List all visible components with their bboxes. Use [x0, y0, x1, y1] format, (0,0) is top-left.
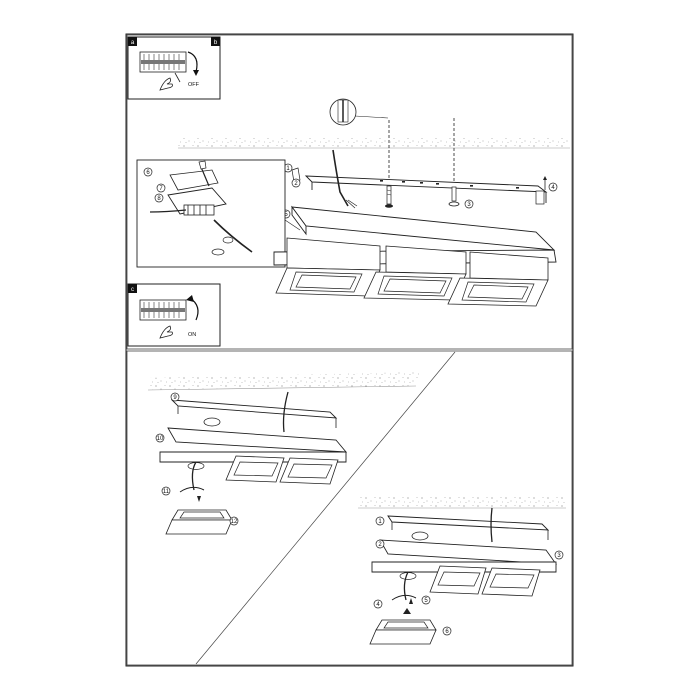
mounting-bracket-top [304, 175, 548, 205]
step-a-inset: a b OFF [127, 36, 221, 100]
step-label-c: c [131, 287, 134, 293]
switch-state-on: ON [188, 332, 196, 338]
callout-2-bottom: 2 [375, 539, 385, 549]
svg-text:4: 4 [551, 185, 555, 191]
breaker-switch-icon [139, 51, 187, 73]
lamp-head-right-2 [481, 567, 541, 597]
luminaire-left [159, 417, 348, 485]
luminaire-right [371, 531, 557, 597]
svg-text:5: 5 [424, 598, 428, 604]
rotate-arrow-icon [187, 51, 198, 73]
breaker-switch-on-icon [139, 299, 187, 321]
step-label-b-top: b [214, 40, 218, 46]
screwdriver-icon [291, 167, 301, 183]
screw-right [448, 186, 460, 207]
callout-1-bottom: 1 [375, 516, 385, 526]
callout-4-top: 4 [548, 182, 558, 192]
bracket-side-arrow [543, 176, 547, 190]
svg-text:4: 4 [376, 602, 380, 608]
ceiling-top [178, 138, 570, 148]
svg-text:6: 6 [445, 629, 449, 635]
step-label-a: a [131, 40, 135, 46]
top-panel-frame [126, 34, 573, 350]
callout-12: 12 [229, 516, 239, 526]
svg-text:12: 12 [231, 519, 238, 525]
mains-cable [332, 149, 349, 207]
panel-divider-diagonal [195, 351, 456, 665]
screw-left [385, 185, 393, 208]
hand-icon [159, 77, 173, 91]
switch-state-off: OFF [188, 82, 200, 88]
lamp-head-left-2 [279, 457, 339, 485]
svg-text:7: 7 [159, 186, 163, 192]
svg-text:5: 5 [284, 212, 288, 218]
step-c-inset: c ON [127, 283, 221, 347]
svg-text:8: 8 [157, 196, 161, 202]
svg-text:10: 10 [157, 436, 164, 442]
svg-text:2: 2 [294, 181, 298, 187]
callout-3-bottom: 3 [554, 550, 564, 560]
svg-text:3: 3 [467, 202, 471, 208]
callout-6-bottom: 6 [442, 626, 452, 636]
callout-5-bottom: 5 [421, 595, 431, 605]
lamp-head-left-1 [225, 455, 285, 483]
hand-on-icon [159, 325, 173, 339]
lamp-head-right-1 [429, 565, 487, 595]
lamp-head-3 [447, 251, 549, 307]
callout-2-top: 2 [291, 178, 301, 188]
wiring-detail-inset: 6 7 8 [136, 159, 301, 268]
svg-text:6: 6 [146, 170, 150, 176]
svg-text:1: 1 [286, 166, 290, 172]
callout-10: 10 [155, 433, 165, 443]
svg-text:2: 2 [378, 542, 382, 548]
svg-text:3: 3 [557, 553, 561, 559]
callout-9: 9 [170, 392, 180, 402]
luminaire-top [273, 205, 557, 307]
outer-frame [125, 33, 574, 667]
lamp-head-1 [275, 237, 381, 297]
svg-text:11: 11 [163, 489, 170, 495]
svg-text:1: 1 [378, 519, 382, 525]
dowel-detail [329, 98, 389, 126]
lamp-head-2 [363, 245, 467, 301]
callout-3-top: 3 [464, 199, 474, 209]
mounting-bracket-left [170, 399, 338, 428]
detached-lamp-head [165, 509, 233, 535]
callout-4-bottom: 4 [373, 599, 383, 609]
callout-11: 11 [161, 486, 171, 496]
bottom-panel-frame [126, 350, 573, 666]
svg-text:9: 9 [173, 395, 177, 401]
attached-lamp-head [369, 619, 437, 645]
